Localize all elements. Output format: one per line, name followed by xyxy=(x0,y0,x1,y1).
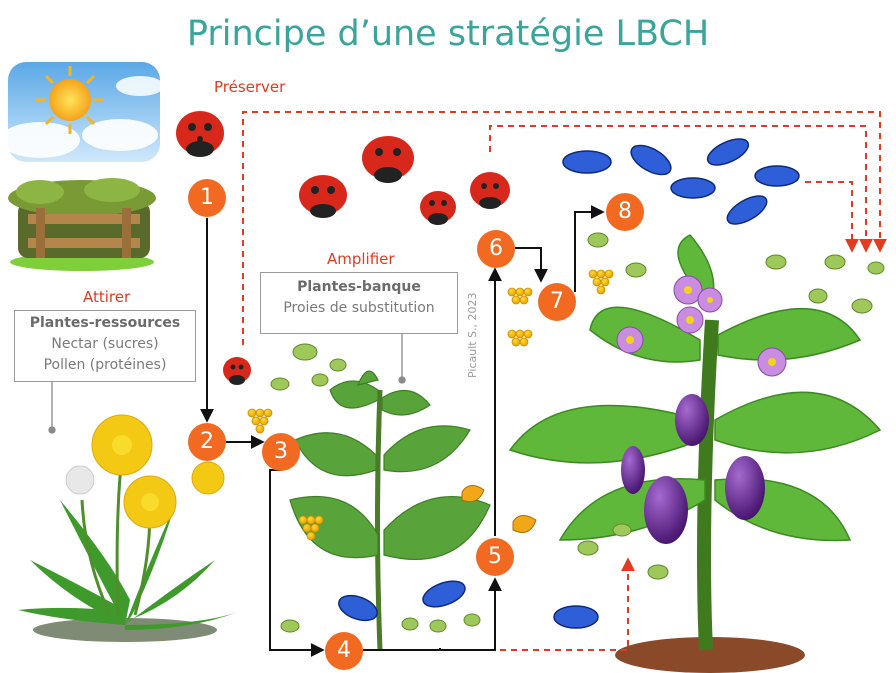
step-2-badge: 2 xyxy=(188,423,226,461)
plantes-ressources-heading: Plantes-ressources xyxy=(29,315,181,331)
nettle-illustration xyxy=(289,370,491,651)
plantes-banque-box: Plantes-banque Proies de substitution xyxy=(260,272,458,334)
step-1-badge: 1 xyxy=(188,179,226,217)
plantes-banque-heading: Plantes-banque xyxy=(297,279,421,295)
pupa-group xyxy=(461,485,537,533)
author-credit: Picault S., 2023 xyxy=(466,292,479,378)
step-7-badge: 7 xyxy=(538,283,576,321)
egg-cluster-group xyxy=(247,269,614,541)
dashed-arrows xyxy=(242,111,887,651)
sun-sky-illustration xyxy=(0,62,164,162)
step-6-badge: 6 xyxy=(477,230,515,268)
leader-lines xyxy=(48,332,406,434)
hedge-illustration xyxy=(8,178,156,271)
step-5-badge: 5 xyxy=(476,538,514,576)
aphid-group xyxy=(270,232,885,633)
plantes-ressources-box: Plantes-ressources Nectar (sucres) Polle… xyxy=(14,310,196,382)
dandelion-illustration xyxy=(18,414,238,642)
step-8-badge: 8 xyxy=(606,193,644,231)
step-3-badge: 3 xyxy=(262,433,300,471)
plantes-banque-line1: Proies de substitution xyxy=(283,300,435,316)
step-4-badge: 4 xyxy=(325,632,363,670)
plantes-ressources-line2: Pollen (protéines) xyxy=(43,357,167,373)
ladybug-group xyxy=(176,111,510,385)
label-attirer: Attirer xyxy=(83,288,131,306)
label-preserver: Préserver xyxy=(214,78,286,96)
eggplant-plant-illustration xyxy=(508,234,882,673)
plantes-ressources-line1: Nectar (sucres) xyxy=(51,336,159,352)
diagram-title: Principe d’une stratégie LBCH xyxy=(186,14,710,54)
larva-group xyxy=(338,138,800,629)
label-amplifier: Amplifier xyxy=(327,250,395,268)
